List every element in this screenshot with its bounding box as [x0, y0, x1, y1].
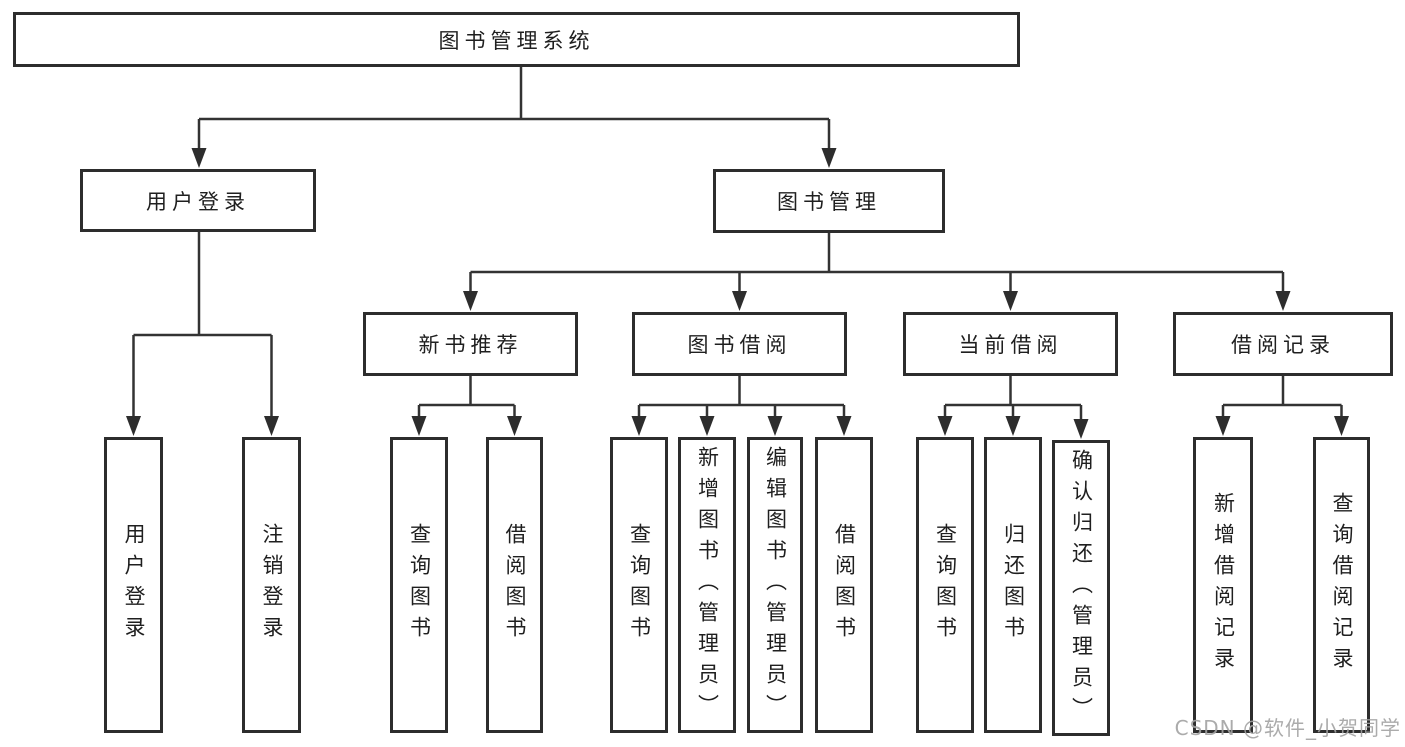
leaf-query-books-borrowing: 查询图书 [610, 437, 668, 733]
leaf-borrow-books: 借阅图书 [815, 437, 873, 733]
leaf-logout: 注销登录 [242, 437, 301, 733]
node-label: 查询图书 [627, 523, 652, 647]
node-label: 注销登录 [260, 523, 284, 647]
node-label: 借阅记录 [1231, 333, 1335, 357]
node-book-borrowing: 图书借阅 [632, 312, 847, 376]
node-label: 借阅图书 [503, 523, 527, 647]
node-label: 当前借阅 [958, 333, 1063, 357]
leaf-return-books: 归还图书 [984, 437, 1042, 733]
node-label: 查询借阅记录 [1330, 492, 1354, 678]
node-label: 用户登录 [122, 523, 146, 647]
leaf-confirm-return-admin: 确认归还（管理员） [1052, 440, 1110, 736]
csdn-watermark: CSDN @软件_小贺同学 [1174, 716, 1401, 740]
node-label: 图书管理系统 [438, 28, 595, 53]
arrowheads [126, 148, 1349, 439]
node-label: 图书借阅 [687, 333, 792, 357]
node-label: 新增借阅记录 [1211, 492, 1236, 678]
leaf-add-borrow-record: 新增借阅记录 [1193, 437, 1253, 733]
node-label: 归还图书 [1001, 523, 1026, 647]
node-label: 确认归还（管理员） [1069, 448, 1094, 728]
node-label: 新书推荐 [418, 333, 523, 357]
node-label: 查询图书 [407, 523, 432, 647]
node-borrowing-records: 借阅记录 [1173, 312, 1393, 376]
leaf-add-books-admin: 新增图书（管理员） [678, 437, 736, 733]
node-user-login-branch: 用户登录 [80, 169, 316, 232]
node-label: 借阅图书 [832, 523, 857, 647]
node-book-management-branch: 图书管理 [713, 169, 945, 233]
node-new-book-recommendation: 新书推荐 [363, 312, 578, 376]
node-label: 图书管理 [777, 190, 881, 214]
leaf-edit-books-admin: 编辑图书（管理员） [747, 437, 803, 733]
leaf-query-borrow-record: 查询借阅记录 [1313, 437, 1370, 733]
node-label: 编辑图书（管理员） [763, 445, 788, 725]
node-label: 查询图书 [933, 523, 958, 647]
connector-paths [132, 67, 1343, 421]
node-current-borrowing: 当前借阅 [903, 312, 1118, 376]
leaf-query-books-current: 查询图书 [916, 437, 974, 733]
node-label: 用户登录 [146, 189, 250, 214]
leaf-borrow-books-recommend: 借阅图书 [486, 437, 543, 733]
leaf-user-login: 用户登录 [104, 437, 163, 733]
node-label: 新增图书（管理员） [695, 445, 720, 725]
leaf-query-books-recommend: 查询图书 [390, 437, 448, 733]
node-library-management-system: 图书管理系统 [13, 12, 1020, 67]
